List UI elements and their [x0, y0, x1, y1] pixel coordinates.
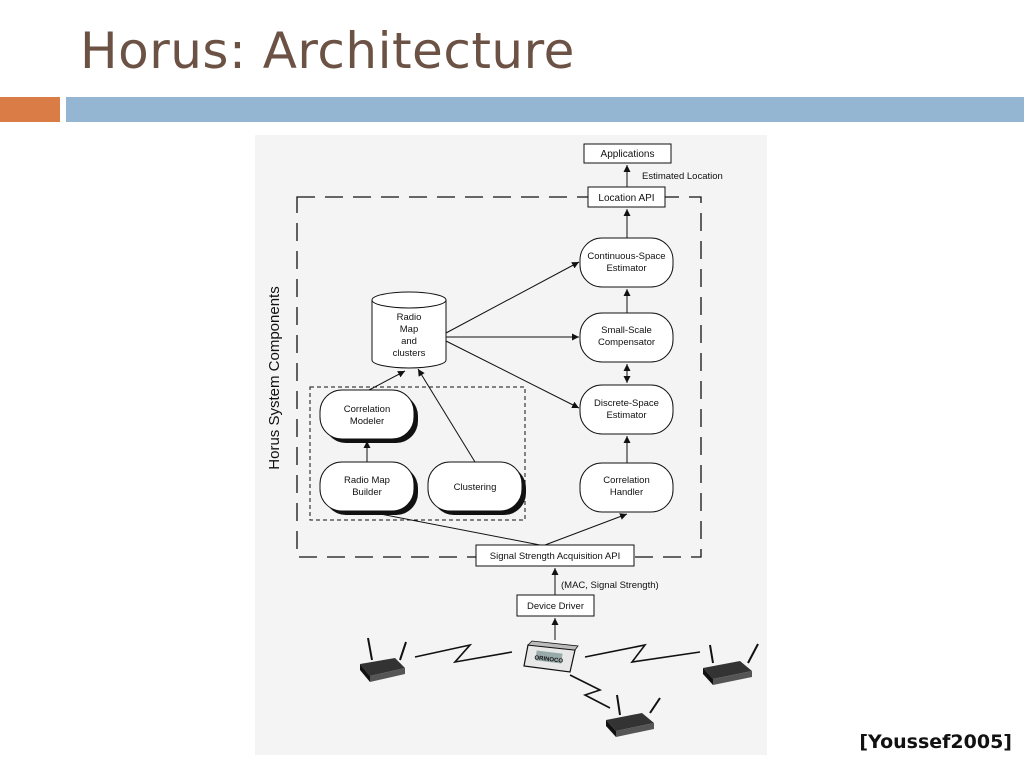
applications-box: Applications: [583, 143, 672, 164]
svg-text:Correlation: Correlation: [603, 475, 649, 486]
accent-bar-orange: [0, 97, 60, 122]
svg-text:Modeler: Modeler: [350, 416, 384, 427]
svg-text:Builder: Builder: [352, 487, 382, 498]
svg-text:Correlation: Correlation: [344, 404, 390, 415]
svg-text:Estimator: Estimator: [606, 410, 646, 421]
lightning-link-icon: [414, 643, 701, 709]
svg-text:ORINOCO: ORINOCO: [534, 655, 564, 664]
accent-bar-blue: [66, 97, 1024, 122]
citation: [Youssef2005]: [859, 731, 1012, 753]
mac-signal-label: (MAC, Signal Strength): [561, 580, 659, 591]
signal-strength-api-box: Signal Strength Acquisition API: [475, 544, 635, 567]
location-api-box: Location API: [587, 186, 666, 208]
clustering-node: Clustering: [427, 461, 526, 515]
svg-text:Discrete-Space: Discrete-Space: [594, 398, 659, 409]
svg-text:Map: Map: [400, 324, 418, 335]
wireless-access-point-icon: [606, 694, 661, 737]
side-label: Horus System Components: [266, 286, 283, 469]
svg-text:Handler: Handler: [610, 487, 643, 498]
device-driver-box: Device Driver: [516, 594, 595, 617]
wireless-access-point-icon: [703, 643, 759, 685]
svg-text:Estimator: Estimator: [606, 263, 646, 274]
slide-title: Horus: Architecture: [80, 22, 575, 80]
svg-text:Location API: Location API: [598, 193, 654, 204]
diagram-edges: [363, 165, 631, 640]
correlation-modeler-node: Correlation Modeler: [319, 389, 418, 443]
svg-text:Compensator: Compensator: [598, 337, 655, 348]
radio-map-database-node: Radio Map and clusters: [371, 291, 447, 369]
correlation-handler-node: Correlation Handler: [579, 462, 674, 513]
discrete-space-estimator-node: Discrete-Space Estimator: [579, 384, 674, 435]
svg-text:clusters: clusters: [393, 348, 426, 359]
svg-text:Device Driver: Device Driver: [527, 601, 584, 612]
svg-text:Signal Strength Acquisition AP: Signal Strength Acquisition API: [490, 551, 620, 562]
svg-text:Clustering: Clustering: [454, 482, 497, 493]
svg-text:Radio Map: Radio Map: [344, 475, 390, 486]
continuous-space-estimator-node: Continuous-Space Estimator: [579, 237, 674, 288]
svg-text:Radio: Radio: [397, 312, 422, 323]
svg-text:and: and: [401, 336, 417, 347]
svg-text:Applications: Applications: [601, 149, 655, 160]
svg-text:Continuous-Space: Continuous-Space: [587, 251, 665, 262]
svg-text:Small-Scale: Small-Scale: [601, 325, 652, 336]
small-scale-compensator-node: Small-Scale Compensator: [579, 312, 674, 363]
wireless-card-icon: ORINOCO: [523, 640, 579, 673]
radio-map-builder-node: Radio Map Builder: [319, 461, 418, 515]
training-group-boundary: [309, 386, 526, 521]
estimated-location-label: Estimated Location: [642, 171, 723, 182]
wireless-access-point-icon: [360, 637, 407, 682]
